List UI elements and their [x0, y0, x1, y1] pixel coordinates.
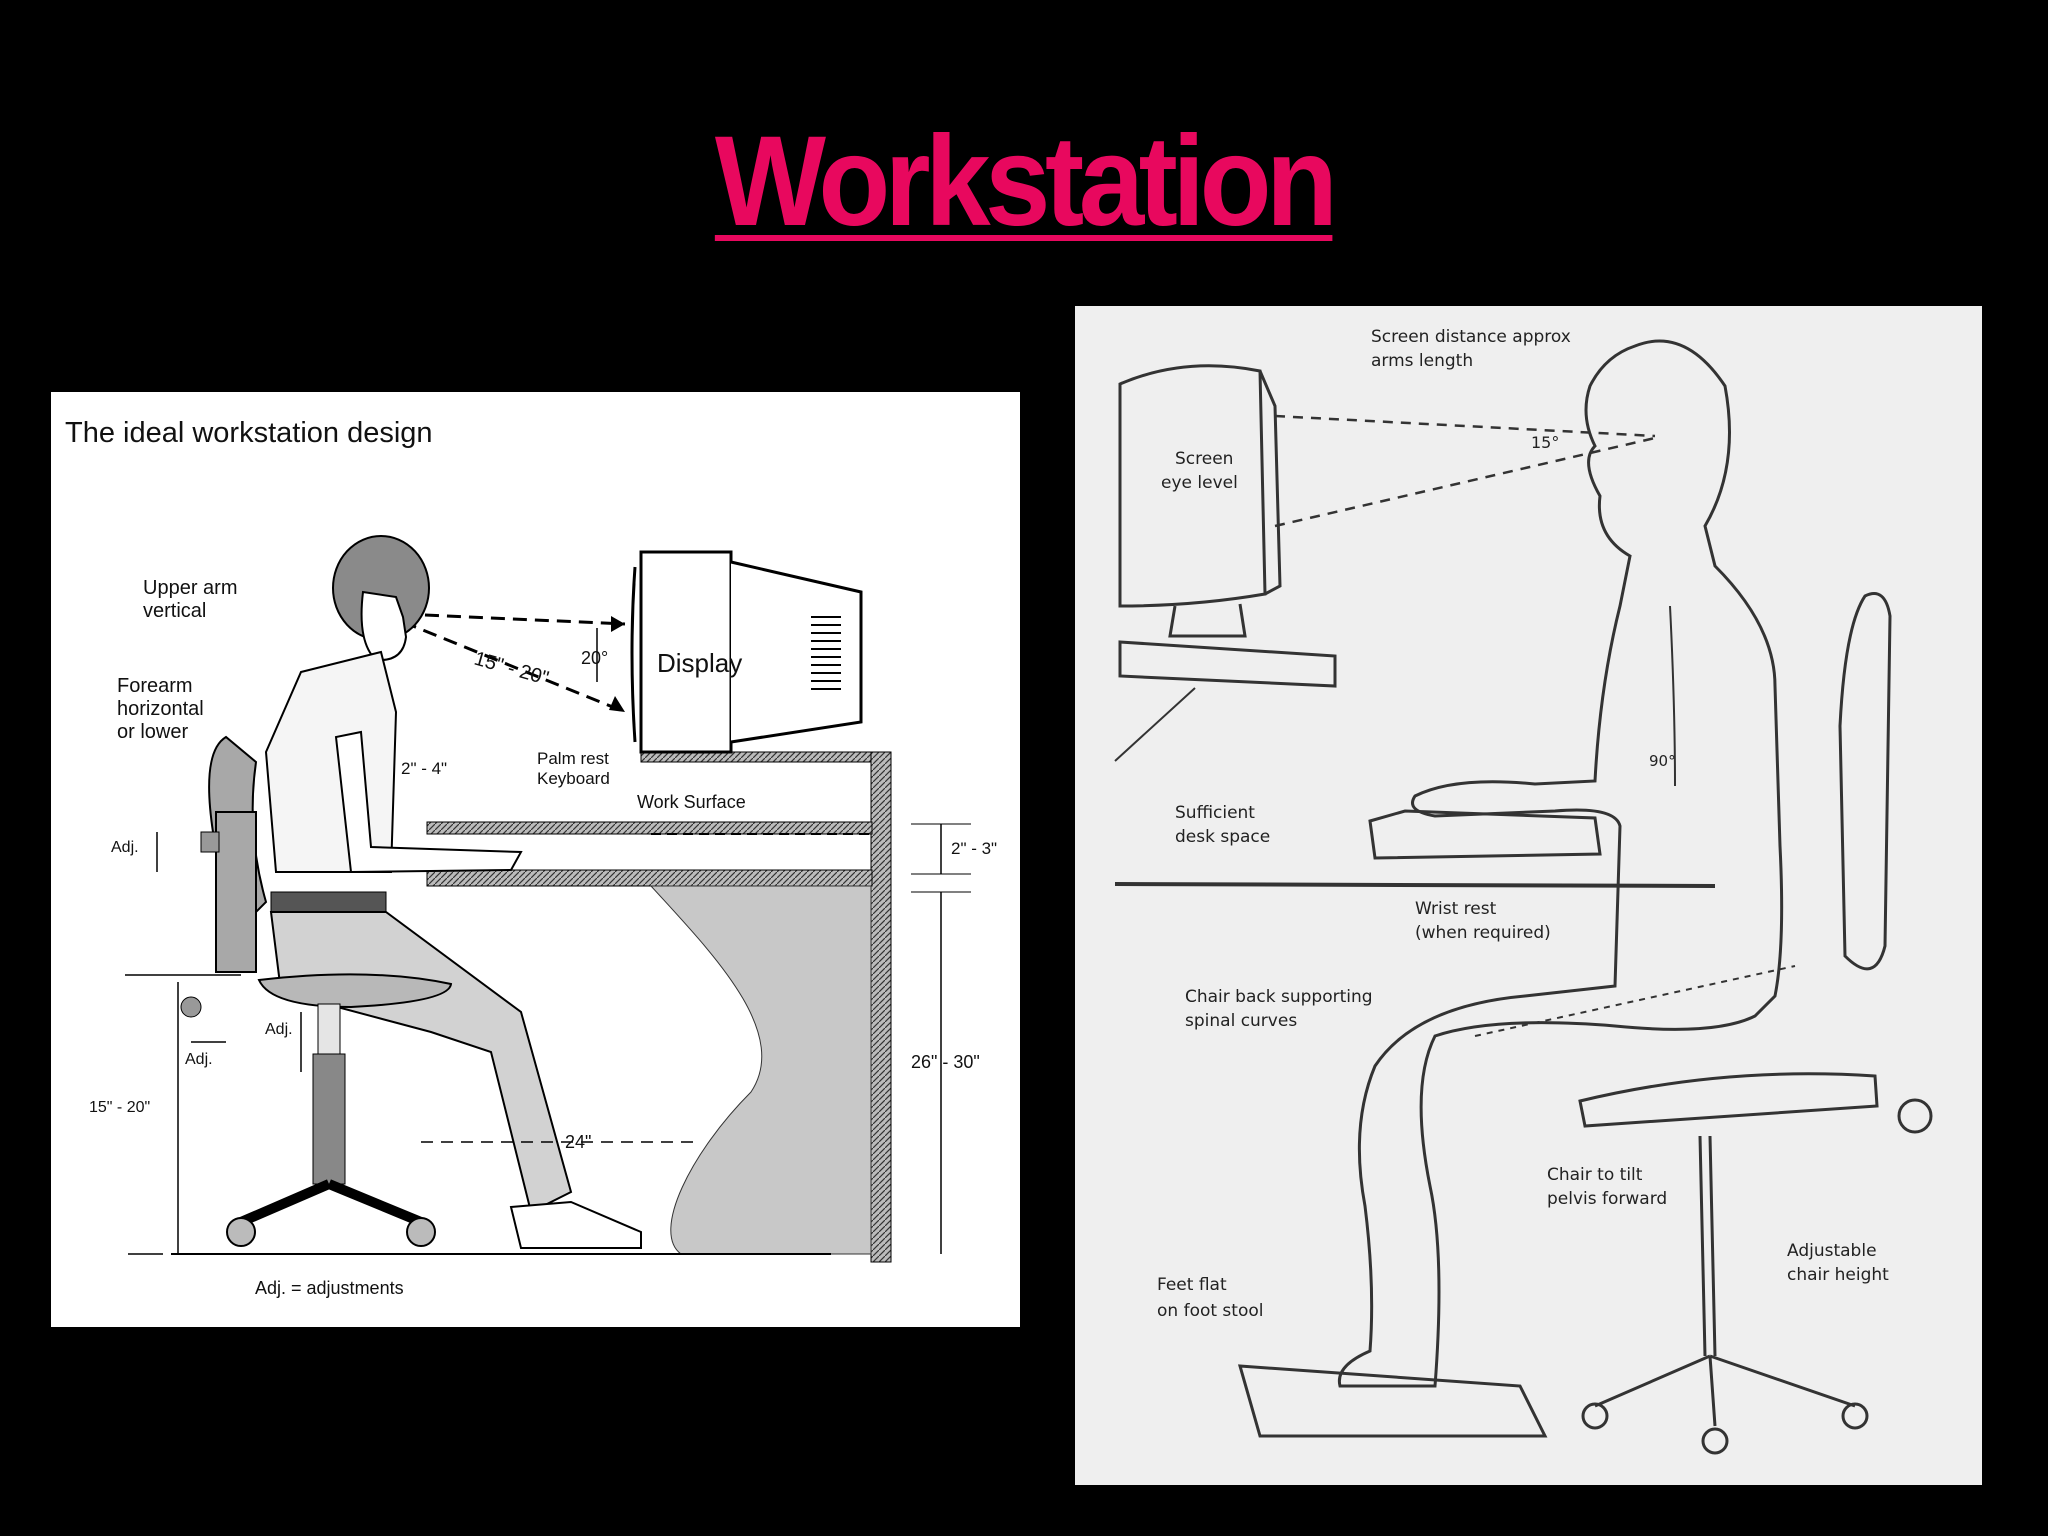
- label-keyboard-drop: 2" - 3": [951, 839, 997, 858]
- chair-seat: [257, 973, 453, 1009]
- label-elbow-angle: 90°: [1649, 752, 1676, 770]
- label-eye-distance: 15" - 20": [472, 648, 552, 690]
- label-palm-rest: Palm rest: [537, 749, 609, 768]
- person-shoe: [509, 1200, 642, 1249]
- person-outline: [1337, 339, 1784, 1388]
- label-screen-distance: Screen distance approx: [1371, 327, 1571, 347]
- label-upper-arm-vertical: vertical: [143, 600, 206, 622]
- label-leg-room: 24": [565, 1132, 591, 1152]
- monitor-stand: [1168, 603, 1247, 638]
- chair-column-upper: [317, 1003, 341, 1055]
- label-wrist-rest: Wrist rest: [1415, 899, 1497, 919]
- label-eye-level: eye level: [1161, 473, 1238, 493]
- chair-back-post: [215, 811, 257, 973]
- sight-line-down: [1274, 436, 1656, 528]
- chair-base: [1594, 1354, 1856, 1427]
- person-arm: [334, 730, 523, 874]
- label-pelvis-forward: pelvis forward: [1547, 1189, 1667, 1209]
- label-feet-flat: Feet flat: [1157, 1275, 1227, 1295]
- label-chair-height: chair height: [1787, 1265, 1889, 1285]
- keyboard: [1368, 809, 1602, 860]
- chair-seat: [1578, 1072, 1879, 1128]
- label-forearm-horizontal: horizontal: [117, 698, 204, 720]
- label-chair-back: Chair back supporting: [1185, 987, 1373, 1007]
- label-forearm: Forearm: [117, 675, 193, 697]
- work-surface: [426, 869, 873, 887]
- monitor-base: [1118, 640, 1337, 688]
- label-forearm-lower: or lower: [117, 721, 188, 743]
- monitor-back: [730, 560, 863, 744]
- label-view-angle: 15°: [1531, 433, 1559, 452]
- label-screen: Screen: [1175, 449, 1233, 469]
- desk-surface: [1114, 882, 1716, 888]
- person-belt: [270, 891, 387, 915]
- label-desk-space: desk space: [1175, 827, 1270, 847]
- label-when-required: (when required): [1415, 923, 1551, 943]
- label-adj-seat: Adj.: [265, 1021, 293, 1038]
- chair-base: [239, 1179, 423, 1227]
- sight-line-down: [402, 620, 626, 714]
- label-keyboard: Keyboard: [537, 769, 610, 788]
- sight-line-level: [402, 612, 626, 626]
- seated-posture-diagram: Screen distance approx arms length 15° S…: [1075, 306, 1982, 1485]
- label-spinal-curves: spinal curves: [1185, 1011, 1297, 1031]
- ideal-workstation-illustration: The ideal workstation design: [65, 417, 997, 1298]
- label-chair-tilt: Chair to tilt: [1547, 1165, 1643, 1185]
- spine-support-arrow: [1474, 965, 1796, 1037]
- chair-backrest: [1838, 592, 1892, 971]
- label-screen-angle: 20°: [581, 648, 608, 668]
- label-palm-gap: 2" - 4": [401, 759, 447, 778]
- label-adjustable: Adjustable: [1787, 1241, 1877, 1261]
- desk-leg: [870, 751, 892, 1263]
- footstool: [1237, 1364, 1548, 1438]
- chair-column: [1698, 1135, 1717, 1357]
- seated-posture-illustration: Screen distance approx arms length 15° S…: [1114, 327, 1933, 1455]
- label-seat-height: 15" - 20": [89, 1099, 150, 1116]
- label-adj-back: Adj.: [185, 1051, 213, 1068]
- person-shirt: [264, 650, 398, 873]
- monitor-front: [639, 550, 733, 754]
- label-display: Display: [657, 648, 742, 678]
- label-sufficient: Sufficient: [1175, 803, 1255, 823]
- label-foot-stool: on foot stool: [1157, 1301, 1263, 1321]
- sight-line-level: [1274, 414, 1656, 438]
- slide-title: Workstation: [715, 110, 1338, 253]
- keyboard-tray: [426, 821, 873, 835]
- label-arms-length: arms length: [1371, 351, 1473, 371]
- label-desk-height: 26" - 30": [911, 1052, 980, 1072]
- diagram-heading: The ideal workstation design: [65, 417, 433, 449]
- label-footnote: Adj. = adjustments: [255, 1278, 404, 1298]
- desk-shadow: [649, 885, 872, 1255]
- label-upper-arm: Upper arm: [143, 577, 237, 599]
- label-adj-armrest: Adj.: [111, 839, 139, 856]
- label-work-surface: Work Surface: [637, 792, 746, 812]
- chair-column: [312, 1053, 346, 1185]
- ideal-workstation-diagram: The ideal workstation design: [51, 392, 1020, 1327]
